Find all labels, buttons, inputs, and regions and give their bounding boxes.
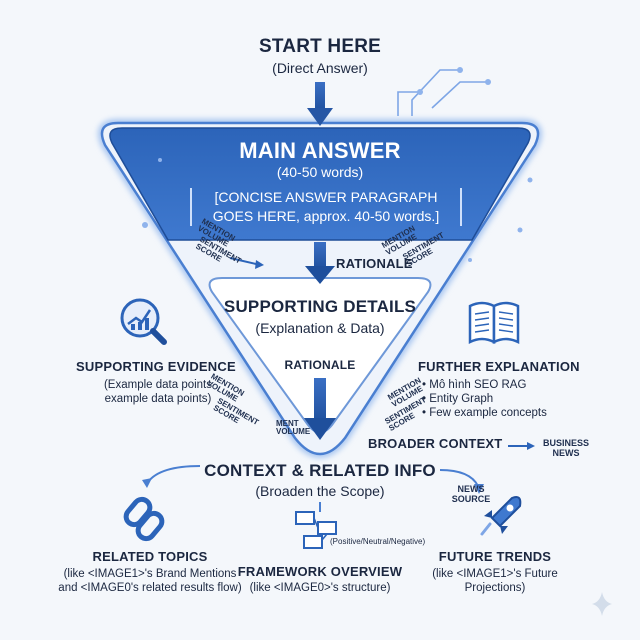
future-trends-line-2: Projections) <box>464 582 526 594</box>
sparkle-icon <box>592 592 612 616</box>
chain-link-icon <box>123 496 165 542</box>
supporting-evidence-title: SUPPORTING EVIDENCE <box>76 359 236 374</box>
main-answer-placeholder: [CONCISE ANSWER PARAGRAPH GOES HERE, app… <box>190 188 462 226</box>
magnifier-chart-icon <box>120 298 167 345</box>
news-source-label: NEWS SOURCE <box>451 484 491 504</box>
future-trends-title: FUTURE TRENDS <box>438 549 552 564</box>
future-trends-line-1: (like <IMAGE1>'s Future <box>432 568 558 580</box>
supporting-details-title: SUPPORTING DETAILS <box>223 297 417 316</box>
start-here-title: START HERE <box>259 36 381 57</box>
rationale-label-top: RATIONALE <box>336 256 413 271</box>
supporting-evidence-line-1: (Example data points <box>103 379 213 391</box>
supporting-details-subtitle: (Explanation & Data) <box>255 320 385 336</box>
sentiment-note: (Positive/Neutral/Negative) <box>330 537 426 546</box>
rationale-label-middle: RATIONALE <box>284 358 356 372</box>
start-here-subtitle: (Direct Answer) <box>272 60 368 76</box>
business-news-label: BUSINESS NEWS <box>542 438 589 458</box>
further-bullet-1-text: Mô hình SEO RAG <box>429 379 527 391</box>
framework-overview-line: (like <IMAGE0>'s structure) <box>249 582 391 594</box>
further-explanation-title: FURTHER EXPLANATION <box>418 359 580 374</box>
flowchart-icon <box>295 511 337 549</box>
rocket-icon <box>480 496 522 536</box>
related-topics-line-1: (like <IMAGE1>'s Brand Mentions <box>63 568 237 580</box>
related-topics-title: RELATED TOPICS <box>92 549 208 564</box>
framework-overview-title: FRAMEWORK OVERVIEW <box>237 564 403 579</box>
supporting-evidence-line-2: example data points) <box>104 393 212 405</box>
context-subtitle: (Broaden the Scope) <box>255 483 385 499</box>
related-topics-line-2: and <IMAGE0's related results flow) <box>58 582 242 594</box>
further-bullet-3: • Few example concepts <box>422 407 547 419</box>
main-answer-band <box>109 127 531 241</box>
ment-volume-tag: MENT VOLUME <box>276 419 311 436</box>
main-answer-subtitle: (40-50 words) <box>276 164 364 180</box>
further-bullet-1: • Mô hình SEO RAG <box>422 379 527 391</box>
context-title: CONTEXT & RELATED INFO <box>204 461 436 480</box>
further-bullet-3-text: Few example concepts <box>429 407 547 419</box>
further-bullet-2: • Entity Graph <box>422 393 494 405</box>
main-answer-title: MAIN ANSWER <box>239 138 401 163</box>
broader-context-label: BROADER CONTEXT <box>368 436 503 451</box>
open-book-icon <box>468 301 520 345</box>
further-bullet-2-text: Entity Graph <box>429 393 494 405</box>
